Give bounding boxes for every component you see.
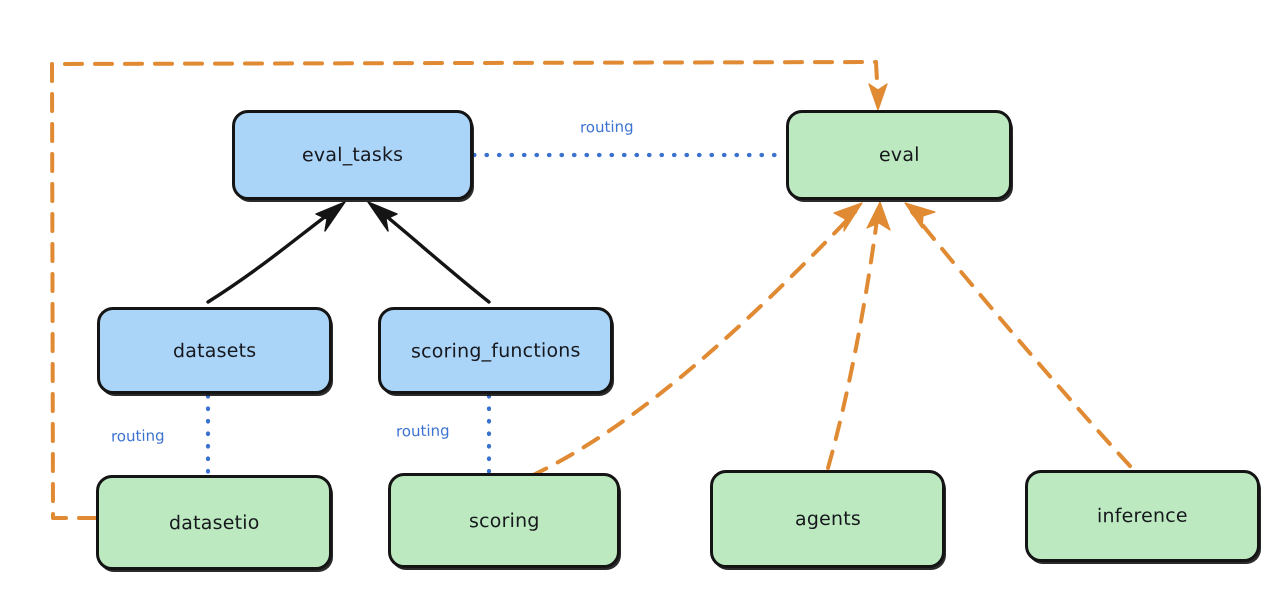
- node-label-eval: eval: [878, 143, 920, 167]
- edge-label-routing-datasets-datasetio: routing: [110, 426, 165, 446]
- node-agents[interactable]: agents: [710, 470, 945, 568]
- edge-label-routing-eval-tasks-eval: routing: [579, 117, 634, 137]
- node-scoring-functions[interactable]: scoring_functions: [378, 307, 613, 394]
- node-datasets[interactable]: datasets: [97, 307, 332, 394]
- node-inference[interactable]: inference: [1025, 470, 1260, 562]
- node-eval[interactable]: eval: [786, 110, 1012, 200]
- edge-label-routing-scoring-functions-scoring: routing: [395, 421, 450, 441]
- node-label-scoring-functions: scoring_functions: [410, 338, 581, 363]
- node-label-inference: inference: [1097, 504, 1188, 528]
- node-label-agents: agents: [794, 507, 861, 531]
- node-eval-tasks[interactable]: eval_tasks: [232, 110, 473, 200]
- node-label-datasetio: datasetio: [168, 511, 260, 534]
- node-label-datasets: datasets: [172, 339, 257, 362]
- edge-inference-to-eval: [904, 202, 1132, 468]
- node-scoring[interactable]: scoring: [388, 473, 620, 568]
- edge-datasets-to-eval-tasks: [206, 201, 346, 304]
- edge-agents-to-eval: [826, 201, 891, 470]
- edge-scoring-functions-to-eval-tasks: [367, 201, 491, 304]
- node-datasetio[interactable]: datasetio: [96, 475, 332, 570]
- node-label-scoring: scoring: [468, 509, 540, 532]
- node-label-eval-tasks: eval_tasks: [301, 143, 404, 167]
